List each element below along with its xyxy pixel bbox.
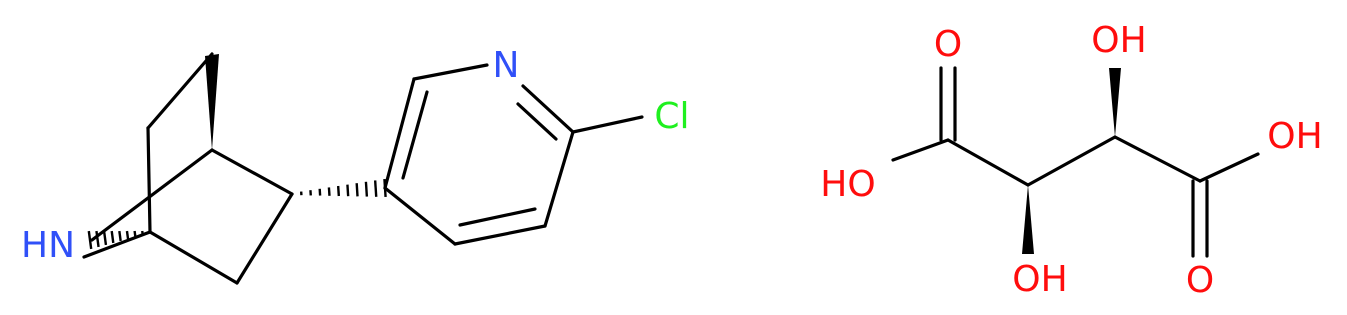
hash-line (102, 230, 108, 246)
atom-label-o-top: O (934, 24, 962, 65)
hash-line (336, 185, 341, 197)
hash-line (355, 183, 359, 197)
hashed-bond (87, 230, 152, 250)
bond (1198, 152, 1260, 183)
bond (891, 138, 950, 162)
hash-line (346, 184, 350, 197)
bond (90, 148, 214, 242)
bond (453, 224, 547, 246)
wedge-bond (1022, 185, 1034, 254)
bond (1113, 135, 1202, 183)
hash-line (125, 230, 130, 240)
atom-label-n-pyridine: N (493, 45, 520, 86)
atom-label-oh-bottom: OH (1012, 259, 1067, 300)
wedge-bond (205, 54, 219, 150)
hash-line (327, 187, 331, 196)
bond (521, 84, 575, 134)
bond (148, 230, 239, 285)
bond (210, 148, 294, 196)
bond (1026, 135, 1117, 187)
bond (146, 52, 214, 130)
atom-label-ho-left: HO (820, 164, 875, 205)
atom-label-nh: HN (21, 225, 75, 266)
bond (458, 207, 537, 227)
atom-label-oh-top: OH (1091, 20, 1146, 61)
bond (412, 63, 489, 81)
epibatidine-molecule: HN N Cl (21, 45, 690, 285)
bond (401, 90, 429, 180)
wedge-bond (1109, 68, 1121, 137)
bond (516, 102, 558, 141)
bond (82, 230, 152, 259)
atom-label-o-bottom: O (1186, 260, 1214, 301)
bond (383, 186, 457, 246)
atom-label-cl: Cl (654, 96, 689, 137)
hash-line (141, 230, 144, 236)
hash-line (87, 230, 93, 250)
bond (571, 115, 644, 134)
hash-line (118, 230, 122, 242)
hash-line (95, 230, 100, 248)
hash-line (110, 230, 115, 244)
tartaric-acid-molecule: O OH OH HO OH O (820, 20, 1322, 301)
bond (146, 126, 152, 234)
hashed-bond (290, 178, 387, 198)
hash-line (133, 230, 137, 238)
atom-label-oh-right: OH (1267, 116, 1322, 157)
bond (383, 77, 416, 190)
bond (543, 130, 575, 228)
bond (235, 192, 294, 285)
hash-line (364, 181, 369, 197)
hash-line (373, 180, 378, 197)
bond (946, 138, 1030, 187)
